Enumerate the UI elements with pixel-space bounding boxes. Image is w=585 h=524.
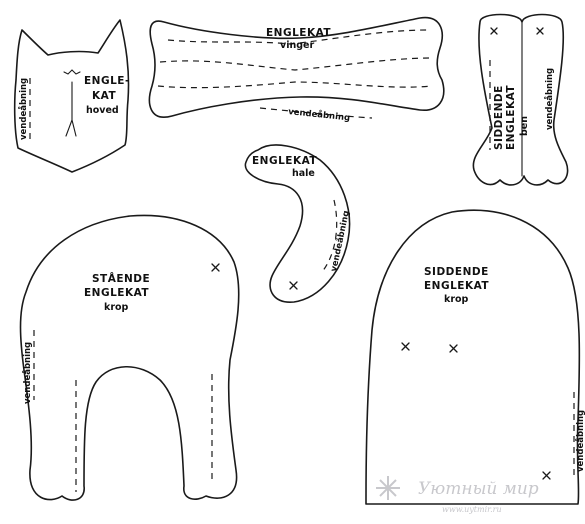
standing-body-opening-label: vendeåbning bbox=[22, 342, 33, 404]
tail-opening-line bbox=[321, 199, 338, 273]
standing-body-title-2: ENGLEKAT bbox=[84, 287, 149, 299]
sitting-body-opening-label: vendeåbning bbox=[575, 410, 585, 472]
sitting-body-piece: SIDDENDE ENGLEKAT krop vendeåbning bbox=[365, 209, 585, 505]
wings-piece: ENGLEKAT vinger vendeåbning bbox=[148, 16, 445, 123]
wings-fold-top bbox=[167, 29, 429, 45]
head-mouth bbox=[65, 81, 77, 137]
sitting-body-mark-2b bbox=[449, 344, 458, 353]
standing-body-title-3: krop bbox=[104, 302, 129, 313]
sitting-body-mark-1b bbox=[401, 342, 410, 351]
standing-body-piece: STÅENDE ENGLEKAT krop vendeåbning bbox=[19, 214, 240, 501]
wings-title: ENGLEKAT bbox=[266, 27, 331, 39]
legs-mark-1b bbox=[490, 27, 498, 35]
wings-fold-mid bbox=[159, 57, 433, 71]
sitting-body-title-1: SIDDENDE bbox=[424, 266, 489, 278]
standing-body-mark-b bbox=[211, 263, 220, 272]
legs-label-3: ben bbox=[519, 116, 530, 136]
sitting-body-title-2: ENGLEKAT bbox=[424, 280, 489, 292]
legs-mark-2b bbox=[536, 27, 544, 35]
watermark-name: Уютный мир bbox=[418, 479, 539, 499]
sitting-body-outline bbox=[365, 209, 581, 505]
tail-piece: ENGLEKAT hale vendeåbning bbox=[244, 144, 352, 303]
standing-body-outline bbox=[19, 214, 240, 501]
head-title-1: ENGLE- bbox=[84, 75, 130, 87]
head-nose bbox=[63, 69, 81, 75]
sitting-body-mark-3b bbox=[542, 471, 551, 480]
head-title-3: hoved bbox=[86, 105, 119, 116]
legs-outline bbox=[472, 13, 569, 186]
standing-body-title-1: STÅENDE bbox=[92, 272, 150, 285]
legs-opening-label: vendeåbning bbox=[544, 68, 555, 130]
head-piece: vendeåbning ENGLE- KAT hoved bbox=[13, 19, 130, 173]
watermark-url: www.uytmir.ru bbox=[442, 505, 502, 514]
wings-fold-low bbox=[157, 81, 433, 89]
watermark: Уютный мир www.uytmir.ru bbox=[376, 476, 539, 514]
wings-subtitle: vinger bbox=[280, 40, 314, 51]
head-title-2: KAT bbox=[92, 90, 116, 102]
snowflake-icon bbox=[376, 476, 400, 500]
legs-label-2: ENGLEKAT bbox=[505, 85, 517, 150]
legs-piece: SIDDENDE ENGLEKAT ben vendeåbning bbox=[472, 13, 569, 186]
tail-subtitle: hale bbox=[292, 168, 315, 179]
wings-opening-line bbox=[259, 107, 373, 119]
wings-opening-label: vendeåbning bbox=[288, 106, 351, 123]
sitting-body-title-3: krop bbox=[444, 294, 469, 305]
tail-mark-b bbox=[289, 281, 298, 290]
tail-title: ENGLEKAT bbox=[252, 155, 317, 167]
head-opening-label: vendeåbning bbox=[18, 78, 29, 140]
tail-outline bbox=[244, 144, 351, 303]
legs-label-1: SIDDENDE bbox=[493, 85, 505, 150]
